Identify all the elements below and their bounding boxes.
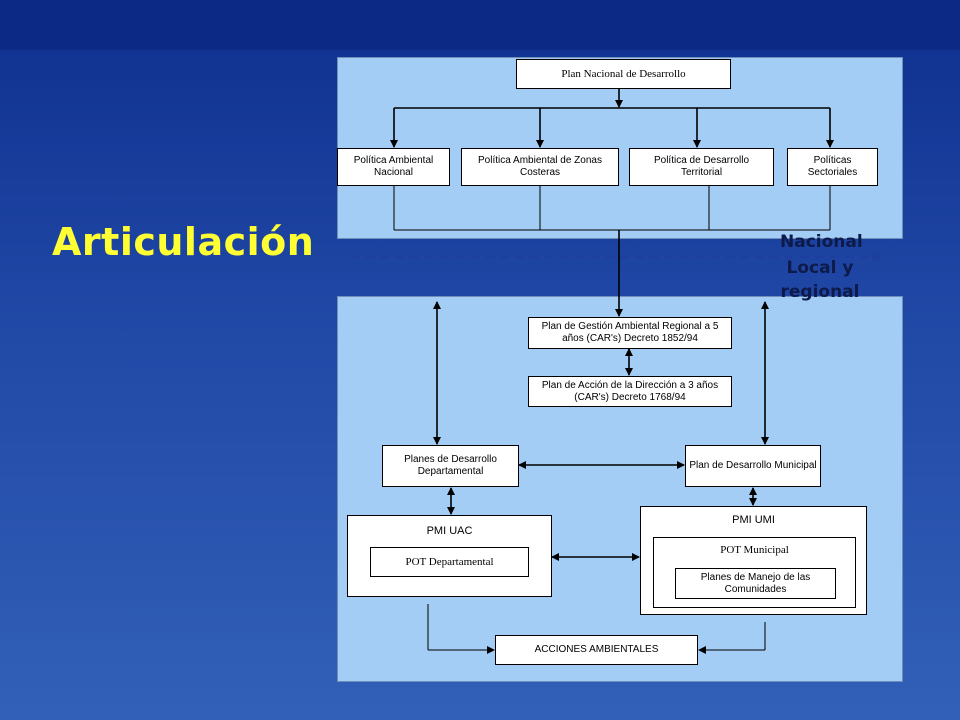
node-plan-municipal: Plan de Desarrollo Municipal [685, 445, 821, 487]
node-plan-accion: Plan de Acción de la Dirección a 3 años … [528, 376, 732, 407]
node-planes-manejo: Planes de Manejo de las Comunidades [675, 568, 836, 599]
node-politicas-sectoriales: Políticas Sectoriales [787, 148, 878, 186]
slide-title: Articulación [52, 220, 315, 264]
top-band [0, 0, 960, 50]
pot-municipal-label: POT Municipal [720, 544, 789, 556]
node-plan-gestion: Plan de Gestión Ambiental Regional a 5 a… [528, 317, 732, 349]
node-plan-nacional: Plan Nacional de Desarrollo [516, 59, 731, 89]
node-politica-territorial: Política de Desarrollo Territorial [629, 148, 774, 186]
divider-dot [872, 253, 880, 261]
pmi-uac-label: PMI UAC [426, 525, 473, 537]
pmi-umi-label: PMI UMI [732, 514, 775, 526]
label-local-regional: Local y regional [780, 258, 860, 302]
node-pot-departamental: POT Departamental [370, 547, 529, 577]
group-pot-municipal: POT Municipal Planes de Manejo de las Co… [653, 537, 856, 608]
group-pmi-umi: PMI UMI POT Municipal Planes de Manejo d… [640, 506, 867, 615]
node-politica-ambiental: Política Ambiental Nacional [337, 148, 450, 186]
node-politica-costeras: Política Ambiental de Zonas Costeras [461, 148, 619, 186]
node-acciones-ambientales: ACCIONES AMBIENTALES [495, 635, 698, 665]
group-pmi-uac: PMI UAC POT Departamental [347, 515, 552, 597]
regional-panel [337, 296, 903, 682]
label-nacional: Nacional [780, 232, 863, 252]
node-planes-departamental: Planes de Desarrollo Departamental [382, 445, 519, 487]
